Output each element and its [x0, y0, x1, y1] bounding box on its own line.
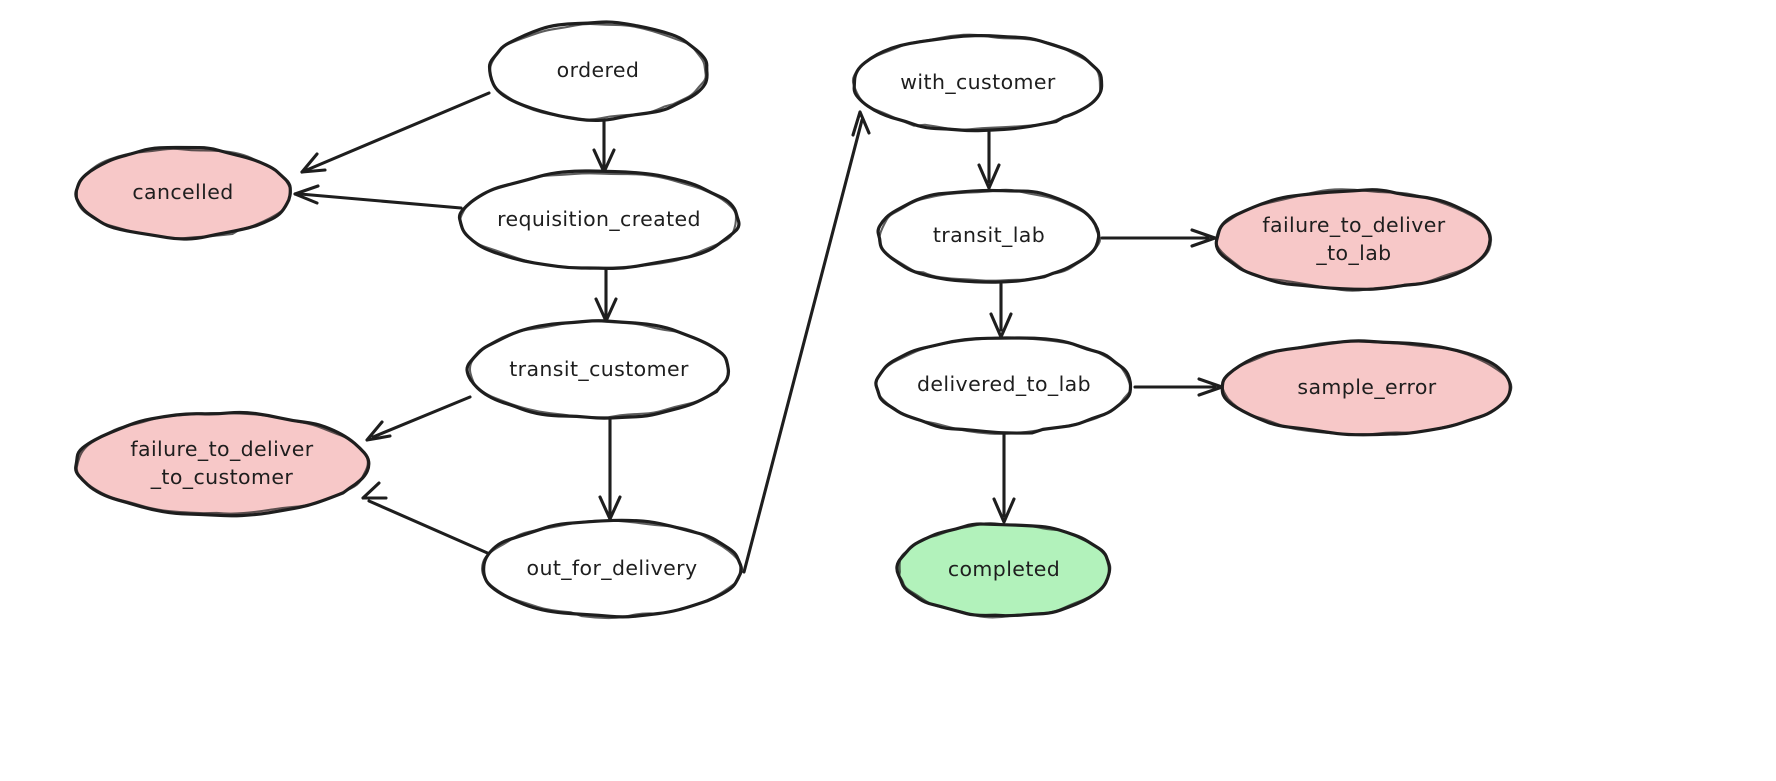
- node-label: _to_lab: [1315, 241, 1391, 266]
- nodes-layer: ordered cancelled requisition_createdtrans…: [74, 20, 1513, 620]
- node-shape-sketch-stroke: [898, 522, 1112, 619]
- edge-with_customer-to-transit_lab: [977, 130, 1001, 190]
- node-ordered[interactable]: ordered: [487, 20, 709, 123]
- node-label: ordered: [557, 58, 640, 82]
- arrowhead-icon: [300, 152, 327, 174]
- node-shape-sketch-stroke: [468, 319, 730, 419]
- edge-requisition_created-to-cancelled: [293, 184, 463, 210]
- arrowhead-icon: [293, 184, 320, 205]
- node-shape-sketch-stroke: [851, 33, 1102, 131]
- edge-line: [367, 499, 494, 557]
- arrowhead-icon: [989, 312, 1013, 339]
- edge-transit_customer-to-failure_to_deliver_to_customer: [365, 395, 472, 442]
- node-label: failure_to_deliver: [1262, 213, 1445, 238]
- node-label: transit_lab: [933, 223, 1045, 248]
- edge-line: [300, 91, 491, 174]
- node-shape-sketch-stroke: [488, 22, 707, 121]
- node-shape-sketch-stroke: [1221, 340, 1513, 437]
- edge-out_for_delivery-to-with_customer: [742, 110, 871, 574]
- node-label: requisition_created: [497, 207, 701, 232]
- node-label: out_for_delivery: [527, 556, 698, 581]
- edge-line: [371, 395, 472, 439]
- node-shape-sketch-stroke: [481, 519, 742, 620]
- edge-transit_lab-to-failure_to_deliver_to_lab: [1100, 228, 1217, 248]
- node-shape-sketch-stroke: [878, 188, 1102, 282]
- edge-line: [298, 192, 463, 210]
- arrowhead-icon: [594, 297, 618, 323]
- arrowhead-icon: [361, 481, 388, 500]
- node-shape-sketch-stroke: [75, 412, 369, 515]
- node-shape-sketch-stroke: [459, 172, 738, 270]
- node-label: delivered_to_lab: [917, 372, 1091, 397]
- node-label: cancelled: [132, 180, 233, 204]
- arrowhead-icon: [1190, 228, 1217, 248]
- node-shape-sketch-stroke: [75, 147, 292, 240]
- arrowhead-icon: [977, 163, 1001, 190]
- node-failure_to_deliver_to_customer[interactable]: failure_to_deliver _to_customer: [74, 410, 371, 518]
- edge-out_for_delivery-to-failure_to_deliver_to_customer: [361, 481, 494, 557]
- node-transit_customer[interactable]: transit_customer: [465, 319, 731, 420]
- node-failure_to_deliver_to_lab[interactable]: failure_to_deliver _to_lab: [1214, 188, 1493, 292]
- node-shape-sketch-stroke: [1215, 188, 1493, 292]
- node-label: sample_error: [1297, 375, 1436, 400]
- edge-line: [742, 118, 864, 574]
- arrowhead-icon: [365, 420, 392, 442]
- node-requisition_created[interactable]: requisition_created: [457, 169, 741, 271]
- edge-delivered_to_lab-to-completed: [992, 432, 1016, 524]
- arrowhead-icon: [1197, 377, 1224, 397]
- edge-ordered-to-requisition_created: [592, 118, 616, 174]
- arrowhead-icon: [992, 497, 1016, 524]
- node-out_for_delivery[interactable]: out_for_delivery: [481, 518, 743, 620]
- node-delivered_to_lab[interactable]: delivered_to_lab: [874, 336, 1133, 435]
- node-completed[interactable]: completed: [895, 522, 1112, 619]
- node-label: completed: [948, 557, 1060, 581]
- edge-requisition_created-to-transit_customer: [594, 267, 618, 323]
- node-label: with_customer: [900, 70, 1056, 95]
- node-label: _to_customer: [150, 465, 294, 490]
- arrowhead-icon: [851, 110, 871, 137]
- edges-layer: [293, 91, 1224, 574]
- arrowhead-icon: [598, 495, 622, 521]
- node-sample_error[interactable]: sample_error: [1220, 339, 1513, 437]
- edge-delivered_to_lab-to-sample_error: [1133, 377, 1224, 397]
- node-cancelled[interactable]: cancelled: [74, 145, 292, 241]
- node-label: failure_to_deliver: [130, 437, 313, 462]
- node-shape-sketch-stroke: [875, 336, 1132, 435]
- edge-ordered-to-cancelled: [300, 91, 491, 174]
- node-transit_lab[interactable]: transit_lab: [876, 188, 1102, 284]
- arrowhead-icon: [592, 148, 616, 174]
- edge-transit_lab-to-delivered_to_lab: [989, 282, 1013, 339]
- edge-transit_customer-to-out_for_delivery: [598, 417, 622, 521]
- node-label: transit_customer: [509, 357, 689, 382]
- node-with_customer[interactable]: with_customer: [851, 33, 1104, 133]
